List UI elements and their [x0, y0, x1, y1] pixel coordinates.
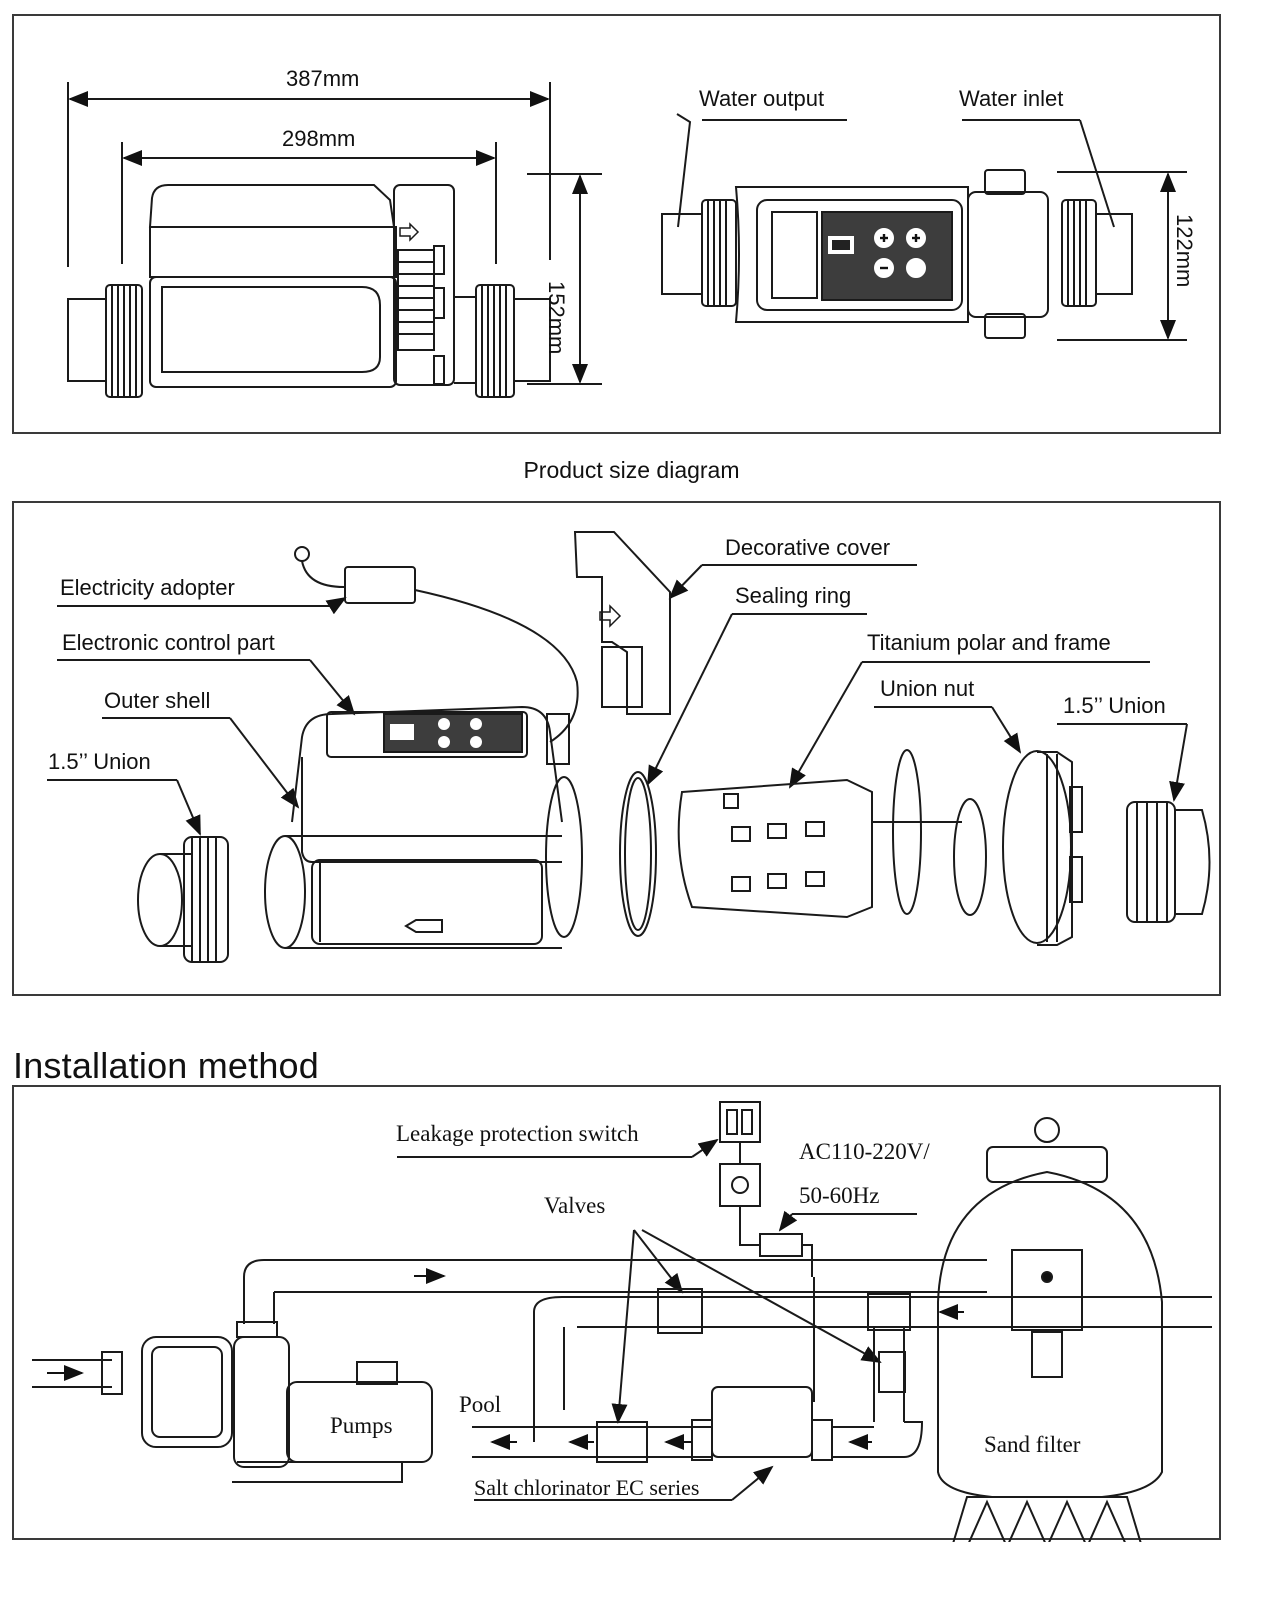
installation-drawing [32, 1101, 1212, 1542]
label-sand-filter: Sand filter [984, 1432, 1081, 1457]
sand-filter-shape [937, 1170, 1163, 1498]
label-outer-shell: Outer shell [104, 688, 211, 713]
exploded-view-drawing [47, 531, 1211, 963]
label-union-nut: Union nut [880, 676, 975, 701]
label-electricity-adopter: Electricity adopter [60, 575, 235, 600]
water-inlet-label: Water inlet [959, 86, 1064, 111]
dim-body-label: 298mm [282, 126, 356, 151]
size-diagram-panel: 387mm 298mm 152mm 122mm Water output Wat… [12, 14, 1221, 434]
label-leakage-switch: Leakage protection switch [396, 1121, 639, 1146]
size-diagram-caption: Product size diagram [523, 457, 740, 483]
dim-width-label: 122mm [1172, 214, 1197, 288]
installation-title: Installation method [13, 1045, 319, 1086]
dim-height-label: 152mm [544, 281, 569, 355]
label-electronic-control-part: Electronic control part [62, 630, 275, 655]
label-union-right: 1.5’’ Union [1063, 693, 1166, 718]
size-diagram-drawing [67, 82, 1187, 398]
water-output-label: Water output [699, 86, 825, 111]
chlorinator-shape [711, 1386, 813, 1458]
label-union-left: 1.5’’ Union [48, 749, 151, 774]
label-pumps: Pumps [330, 1413, 393, 1438]
dim-overall-label: 387mm [286, 66, 360, 91]
installation-panel: Leakage protection switch AC110-220V/ 50… [12, 1085, 1221, 1542]
label-valves: Valves [544, 1193, 606, 1218]
label-pool: Pool [459, 1392, 502, 1417]
label-chlorinator: Salt chlorinator EC series [474, 1475, 700, 1500]
electricity-adapter-shape [344, 566, 416, 604]
label-decorative-cover: Decorative cover [725, 535, 891, 560]
control-panel-top [821, 211, 953, 301]
label-sealing-ring: Sealing ring [735, 583, 852, 608]
label-titanium-polar: Titanium polar and frame [867, 630, 1111, 655]
exploded-view-panel: Electricity adopter Electronic control p… [12, 501, 1221, 996]
label-frequency: 50-60Hz [799, 1183, 880, 1208]
label-voltage: AC110-220V/ [799, 1139, 930, 1164]
